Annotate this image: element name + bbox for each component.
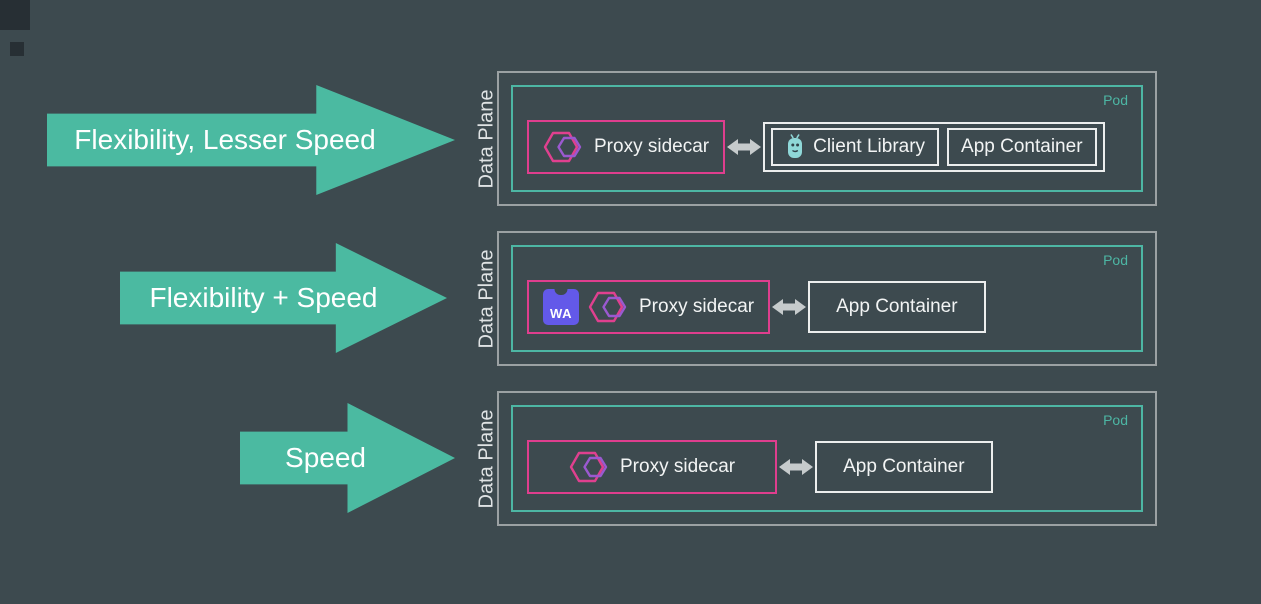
- pod-content: Proxy sidecar App Container: [513, 407, 1141, 510]
- proxy-sidecar-label: Proxy sidecar: [594, 135, 710, 157]
- data-plane-label: Data Plane: [475, 89, 497, 189]
- webassembly-icon-notch: [554, 288, 568, 295]
- proxy-sidecar-box: Proxy sidecar: [527, 119, 726, 174]
- proxy-sidecar-label: Proxy sidecar: [620, 455, 736, 477]
- double-arrow-icon: [779, 458, 814, 475]
- flexibility-plus-speed-arrow: Flexibility + Speed: [120, 243, 447, 353]
- row-speed: Speed Data Plane Pod Proxy sidecar: [0, 391, 1261, 526]
- arrow-label: Flexibility, Lesser Speed: [74, 124, 376, 155]
- client-library-label: Client Library: [813, 135, 926, 157]
- data-plane-box: Pod Proxy sidecar App Container: [497, 391, 1157, 526]
- pod-content: Proxy sidecar: [513, 87, 1141, 190]
- proxy-sidecar-box: Proxy sidecar: [527, 439, 778, 494]
- app-container-label: App Container: [961, 135, 1083, 157]
- app-container-box: App Container: [947, 127, 1097, 166]
- app-container-label: App Container: [836, 295, 958, 317]
- webassembly-icon-label: WA: [550, 305, 572, 321]
- double-arrow-icon: [727, 138, 762, 155]
- envoy-hexagon-icon: [543, 131, 582, 162]
- envoy-hexagon-icon: [569, 451, 608, 482]
- arrow-label: Flexibility + Speed: [149, 282, 378, 313]
- data-plane-box: Pod Proxy sidecar: [497, 71, 1157, 206]
- pod-content: WA Proxy sidecar App Container: [513, 247, 1141, 350]
- proxy-sidecar-box: WA Proxy sidecar: [527, 279, 771, 334]
- app-container-label: App Container: [843, 455, 965, 477]
- proxy-sidecar-label: Proxy sidecar: [639, 295, 755, 317]
- envoy-hexagon-icon: [588, 291, 627, 322]
- double-arrow-icon: [772, 298, 807, 315]
- pod-label: Pod: [1103, 252, 1128, 268]
- flexibility-lesser-speed-arrow: Flexibility, Lesser Speed: [47, 85, 455, 195]
- pod-label: Pod: [1103, 92, 1128, 108]
- data-plane-label: Data Plane: [475, 249, 497, 349]
- row-flexibility-plus-speed: Flexibility + Speed Data Plane Pod WA: [0, 231, 1261, 366]
- webassembly-icon: WA: [543, 288, 579, 325]
- app-container-box: App Container: [808, 280, 986, 333]
- client-library-mascot-icon: [788, 134, 803, 158]
- arrow-label: Speed: [285, 442, 366, 473]
- speed-arrow: Speed: [240, 403, 455, 513]
- client-library-box: Client Library: [771, 127, 940, 166]
- decor-square: [10, 42, 24, 56]
- data-plane-label: Data Plane: [475, 409, 497, 509]
- row-flexibility-lesser-speed: Flexibility, Lesser Speed Data Plane Pod…: [0, 71, 1261, 206]
- app-container-box: App Container: [815, 440, 993, 493]
- decor-square: [0, 0, 30, 30]
- container-group-box: Client Library App Container: [763, 121, 1105, 172]
- pod-box: Pod Proxy sidecar: [511, 85, 1143, 192]
- data-plane-box: Pod WA Proxy sidecar: [497, 231, 1157, 366]
- pod-box: Pod Proxy sidecar App Container: [511, 405, 1143, 512]
- pod-box: Pod WA Proxy sidecar: [511, 245, 1143, 352]
- pod-label: Pod: [1103, 412, 1128, 428]
